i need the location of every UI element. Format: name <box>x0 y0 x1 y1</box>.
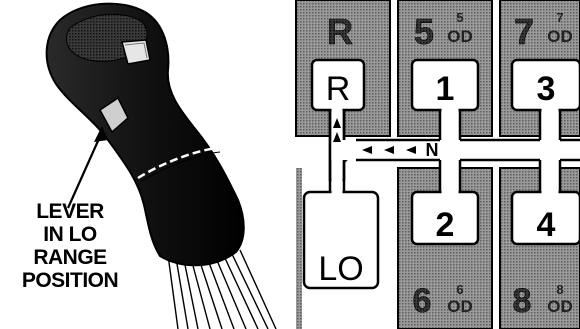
neutral-label: N <box>426 140 439 160</box>
range-lever-tab <box>99 96 129 134</box>
gear-label-high-6: 6 <box>413 282 432 320</box>
gear-label-2: 2 <box>436 206 455 244</box>
od-small-6: 6 <box>456 282 463 297</box>
gear-label-high-R: R <box>327 11 353 52</box>
od-label-6: OD <box>447 297 473 316</box>
caption-arrow <box>66 131 104 209</box>
caption-line-1: LEVER <box>36 200 104 223</box>
od-label-7: OD <box>547 27 573 46</box>
shift-lever-illustration <box>45 2 277 329</box>
gear-label-high-5: 5 <box>414 11 434 52</box>
od-small-7: 7 <box>556 10 563 25</box>
range-button <box>121 39 151 65</box>
caption-line-2: IN LO <box>43 223 97 246</box>
gear-label-4: 4 <box>537 206 556 244</box>
gear-label-R: R <box>326 70 351 108</box>
od-small-8: 8 <box>556 282 563 297</box>
gear-label-1: 1 <box>436 70 455 108</box>
gear-label-high-8: 8 <box>513 282 532 320</box>
shift-pattern <box>295 0 580 329</box>
od-label-8: OD <box>547 297 573 316</box>
knob-band <box>137 146 219 180</box>
lever-shaft-lines <box>167 249 277 329</box>
od-small-5: 5 <box>456 10 463 25</box>
high-range-block-bottom-left-edge <box>296 168 302 329</box>
gear-label-high-7: 7 <box>514 11 534 52</box>
lever-knob <box>45 2 245 267</box>
gear-label-3: 3 <box>537 70 556 108</box>
od-label-5: OD <box>447 27 473 46</box>
gear-label-LO: LO <box>318 250 363 288</box>
r-direction-arrows <box>333 118 341 142</box>
caption-line-4: POSITION <box>21 269 119 292</box>
lever-caption: LEVER IN LO RANGE POSITION <box>0 200 140 292</box>
caption-line-3: RANGE <box>33 246 107 269</box>
neutral-direction-arrows <box>362 146 416 154</box>
